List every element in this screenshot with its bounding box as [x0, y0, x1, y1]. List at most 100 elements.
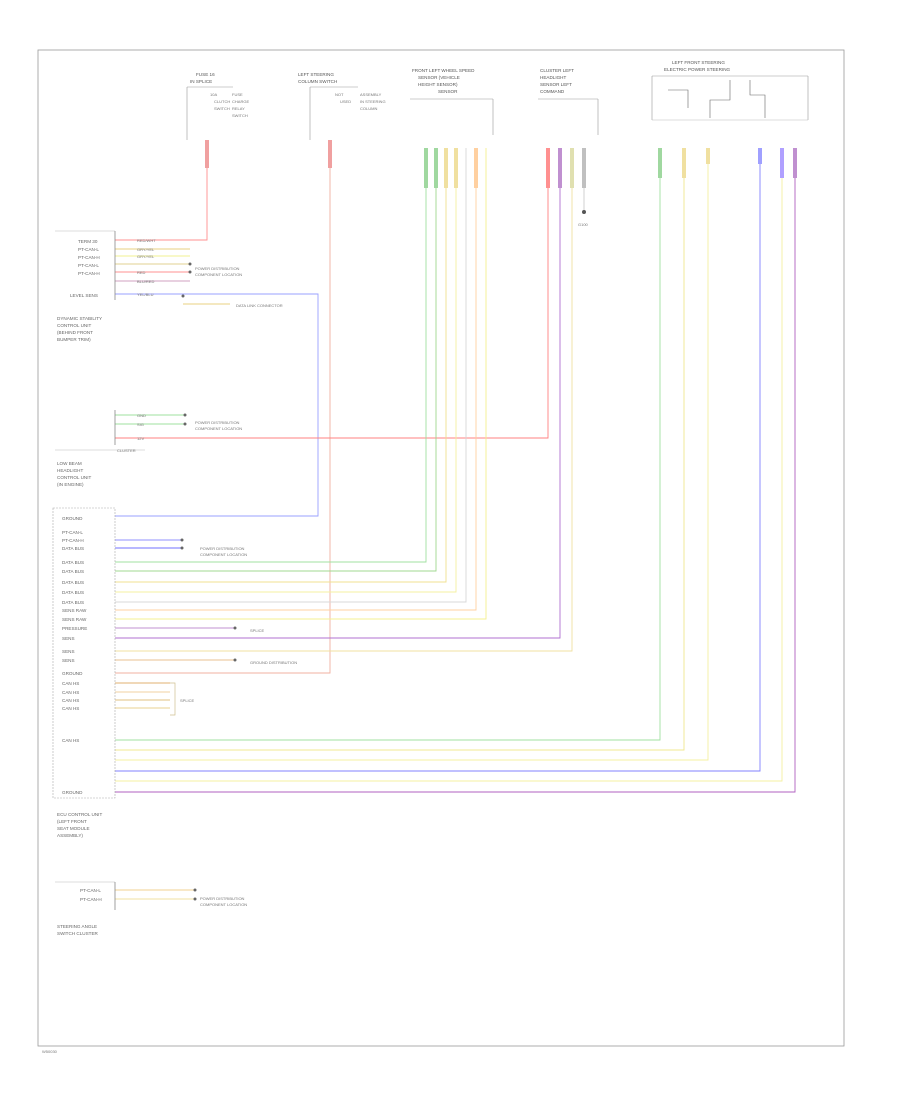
module-steering-angle: PT-CAN-L PT-CAN-H STEERING ANGLE SWITCH …: [55, 881, 247, 936]
m3-label-10: SENS RAW: [62, 617, 87, 622]
wire-m1-blue: [115, 293, 319, 517]
m1-note-2: DATA LINK CONNECTOR: [236, 303, 283, 308]
fuse-left-sub1: USED: [340, 99, 351, 104]
m1-label-0: TERM 30: [78, 239, 98, 244]
m2-label-0: GND: [137, 413, 146, 418]
ground-label: G100: [578, 222, 589, 227]
wire-rm-1: [115, 148, 661, 741]
m2-label-3: CLUSTER: [117, 448, 136, 453]
m3-label-6: DATA BUS: [62, 580, 84, 585]
m3-note-4: SPLICE: [180, 698, 195, 703]
diagram-border: [37, 49, 845, 1047]
fuse-top-sub6: SWITCH: [232, 113, 248, 118]
m2-label-2: 12V: [137, 436, 144, 441]
wire-sf-7: [115, 148, 487, 620]
wire-rm-2: [115, 148, 685, 751]
connector-stubs: [205, 140, 797, 188]
stub-sf4: [454, 148, 458, 188]
stub-sf3: [444, 148, 448, 188]
m1-title-2: (BEHIND FRONT: [57, 330, 93, 335]
stub-cl4: [582, 148, 586, 188]
cluster-line3: SENSOR LEFT: [540, 82, 572, 87]
wire-sf-2: [115, 148, 437, 572]
m3-label-3: DATA BUS: [62, 546, 84, 551]
m1-note-0: POWER DISTRIBUTION: [195, 266, 240, 271]
m3-title-0: ECU CONTROL UNIT: [57, 812, 102, 817]
fuse-top-sub2: SWITCH: [214, 106, 230, 111]
stub-fuse: [205, 140, 209, 168]
m2-note-0: POWER DISTRIBUTION: [195, 420, 240, 425]
stub-sf1: [424, 148, 428, 188]
sensor-front-line1: FRONT LEFT WHEEL SPEED: [412, 68, 475, 73]
m3-label-19: CAN HS: [62, 706, 79, 711]
wire-m3-bracket: [170, 682, 176, 716]
m2-title-3: (IN ENGINE): [57, 482, 84, 487]
wire-rm-6: [115, 148, 796, 793]
m3-label-9: SENS RAW: [62, 608, 87, 613]
m1-wire-4: BLU/RED: [137, 279, 154, 284]
m3-label-20: CAN HS: [62, 738, 79, 743]
m2-title-0: LOW BEAM: [57, 461, 82, 466]
m3-label-2: PT-CAN-H: [62, 538, 84, 543]
m3-label-5: DATA BUS: [62, 569, 84, 574]
component-module-right: LEFT FRONT STEERING ELECTRIC POWER STEER…: [651, 60, 809, 121]
stub-cl3: [570, 148, 574, 188]
stub-cl1: [546, 148, 550, 188]
stub-rm4: [758, 148, 762, 164]
m3-label-7: DATA BUS: [62, 590, 84, 595]
component-fuse-left: LEFT STEERING COLUMN SWITCH NOT USED ASS…: [298, 72, 386, 140]
wire-sf-6: [115, 148, 477, 611]
m3-label-21: GROUND: [62, 790, 83, 795]
wire-sf-5: [115, 148, 467, 603]
m3-label-4: DATA BUS: [62, 560, 84, 565]
m1-note-1: COMPONENT LOCATION: [195, 272, 242, 277]
wire-cl-2: [115, 150, 573, 652]
fuse-top-sub1: CLUTCH: [214, 99, 230, 104]
component-cluster: CLUSTER LEFT HEADLIGHT SENSOR LEFT COMMA…: [538, 68, 599, 135]
wire-rm-3: [115, 148, 709, 761]
m3-label-18: CAN HS: [62, 698, 79, 703]
m1-label-5: LEVEL SENS: [70, 293, 98, 298]
fuse-top-sub4: CHARGE: [232, 99, 249, 104]
wire-sf-3: [115, 148, 447, 583]
m1-title-1: CONTROL UNIT: [57, 323, 91, 328]
m1-label-4: PT-CAN-H: [78, 271, 100, 276]
fuse-left-sub3: IN STEERING: [360, 99, 386, 104]
m4-label-0: PT-CAN-L: [80, 888, 101, 893]
cluster-line2: HEADLIGHT: [540, 75, 566, 80]
m2-note-1: COMPONENT LOCATION: [195, 426, 242, 431]
m3-note-1: COMPONENT LOCATION: [200, 552, 247, 557]
m1-wire-3: RED: [137, 270, 146, 275]
stub-sf2: [434, 148, 438, 188]
m3-title-1: (LEFT FRONT: [57, 819, 87, 824]
m3-note-2: SPLICE: [250, 628, 265, 633]
m4-title-0: STEERING ANGLE: [57, 924, 97, 929]
page-label: W50030: [42, 1049, 58, 1054]
wire-rm-5: [115, 148, 783, 782]
wire-cl-1: [115, 150, 561, 639]
fuse-left-sub0: NOT: [335, 92, 344, 97]
m3-note-0: POWER DISTRIBUTION: [200, 546, 245, 551]
wire-red-fuse: [115, 140, 208, 241]
m1-title-3: BUMPER TRIM): [57, 337, 91, 342]
m1-label-3: PT-CAN-L: [78, 263, 99, 268]
m2-title-2: CONTROL UNIT: [57, 475, 91, 480]
m4-label-1: PT-CAN-H: [80, 897, 102, 902]
component-sensor-front: FRONT LEFT WHEEL SPEED SENSOR (VEHICLE H…: [410, 68, 494, 135]
stub-rm2: [682, 148, 686, 178]
module-right-line2: ELECTRIC POWER STEERING: [664, 67, 731, 72]
m3-label-15: GROUND: [62, 671, 83, 676]
wire-layer: [115, 140, 796, 900]
fuse-left-line1: LEFT STEERING: [298, 72, 334, 77]
m3-label-0: GROUND: [62, 516, 83, 521]
m3-label-14: SENS: [62, 658, 75, 663]
m3-labels: GROUND PT-CAN-L PT-CAN-H DATA BUS DATA BUS DA…: [62, 516, 87, 795]
stub-rm5: [780, 148, 784, 178]
module-ecu: GROUND PT-CAN-L PT-CAN-H DATA BUS DATA BUS DA…: [52, 507, 297, 838]
ground-symbol: G100: [578, 210, 589, 227]
m3-label-1: PT-CAN-L: [62, 530, 83, 535]
sensor-front-line2: SENSOR (VEHICLE: [418, 75, 460, 80]
m1-wire-1: GRY/YEL: [137, 247, 155, 252]
wire-steering: [115, 140, 331, 674]
